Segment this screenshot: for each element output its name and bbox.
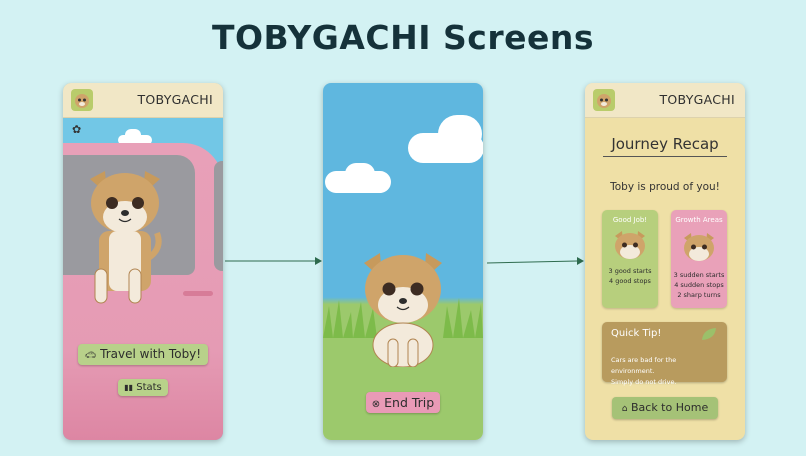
card-line: 3 sudden starts	[673, 271, 725, 279]
cloud	[438, 115, 482, 153]
travel-label: Travel with Toby!	[100, 347, 202, 361]
card-line: 2 sharp turns	[677, 291, 721, 299]
gear-icon[interactable]: ✿	[72, 123, 82, 136]
toby-dog-image	[364, 253, 442, 367]
card-line: 4 good stops	[609, 277, 651, 285]
card-line: 4 sudden stops	[674, 281, 724, 289]
toby-sad-image	[684, 233, 714, 261]
good-stats: 3 good starts 4 good stops	[602, 266, 658, 286]
quick-tip-card: Quick Tip! Cars are bad for the environm…	[602, 322, 727, 386]
app-name: TOBYGACHI	[137, 92, 213, 107]
trip-screen: ⊗ End Trip	[323, 83, 483, 440]
cloud	[125, 129, 141, 141]
tip-title: Quick Tip!	[611, 328, 662, 339]
avatar[interactable]	[71, 89, 93, 111]
tip-text: Cars are bad for the environment. Simply…	[611, 355, 721, 388]
growth-stats: 3 sudden starts 4 sudden stops 2 sharp t…	[671, 270, 727, 300]
card-line: 3 good starts	[608, 267, 652, 275]
car-window	[214, 161, 223, 271]
bar-chart-icon: ▮▮	[124, 383, 134, 392]
back-to-home-button[interactable]: ⌂ Back to Home	[612, 397, 718, 419]
stats-button[interactable]: ▮▮ Stats	[118, 379, 168, 396]
card-title: Growth Areas	[675, 216, 723, 224]
end-trip-label: End Trip	[384, 395, 435, 410]
home-screen: TOBYGACHI ✿ 🚗︎ Travel with Toby! ▮▮ Stat…	[63, 83, 223, 440]
growth-areas-card: Growth Areas 3 sudden starts 4 sudden st…	[671, 210, 727, 308]
cloud	[345, 163, 375, 185]
home-label: Back to Home	[630, 401, 709, 414]
app-bar: TOBYGACHI	[585, 83, 745, 118]
card-title: Good Job!	[612, 216, 648, 224]
recap-title: Journey Recap	[603, 135, 727, 157]
avatar[interactable]	[593, 89, 615, 111]
app-name: TOBYGACHI	[659, 92, 735, 107]
toby-dog-image	[90, 171, 162, 304]
car-door-handle	[183, 291, 213, 296]
stop-circle-icon: ⊗	[371, 399, 381, 410]
car-icon: 🚗︎	[84, 351, 97, 361]
toby-happy-image	[615, 231, 645, 259]
journey-recap-screen: TOBYGACHI Journey Recap Toby is proud of…	[585, 83, 745, 440]
arrow-right-icon	[486, 257, 584, 265]
leaf-icon	[702, 328, 716, 340]
end-trip-button[interactable]: ⊗ End Trip	[366, 392, 440, 413]
app-bar: TOBYGACHI	[63, 83, 223, 118]
page-title: TOBYGACHI Screens	[211, 18, 595, 57]
proud-message: Toby is proud of you!	[610, 181, 720, 193]
good-job-card: Good Job! 3 good starts 4 good stops	[602, 210, 658, 308]
arrow-right-icon	[225, 257, 322, 265]
tip-line: Cars are bad for the environment.	[611, 356, 677, 375]
stats-label: Stats	[136, 382, 162, 393]
tip-line: Simply do not drive.	[611, 378, 677, 386]
home-icon: ⌂	[621, 404, 628, 414]
grass	[323, 298, 483, 338]
travel-with-toby-button[interactable]: 🚗︎ Travel with Toby!	[78, 344, 208, 365]
